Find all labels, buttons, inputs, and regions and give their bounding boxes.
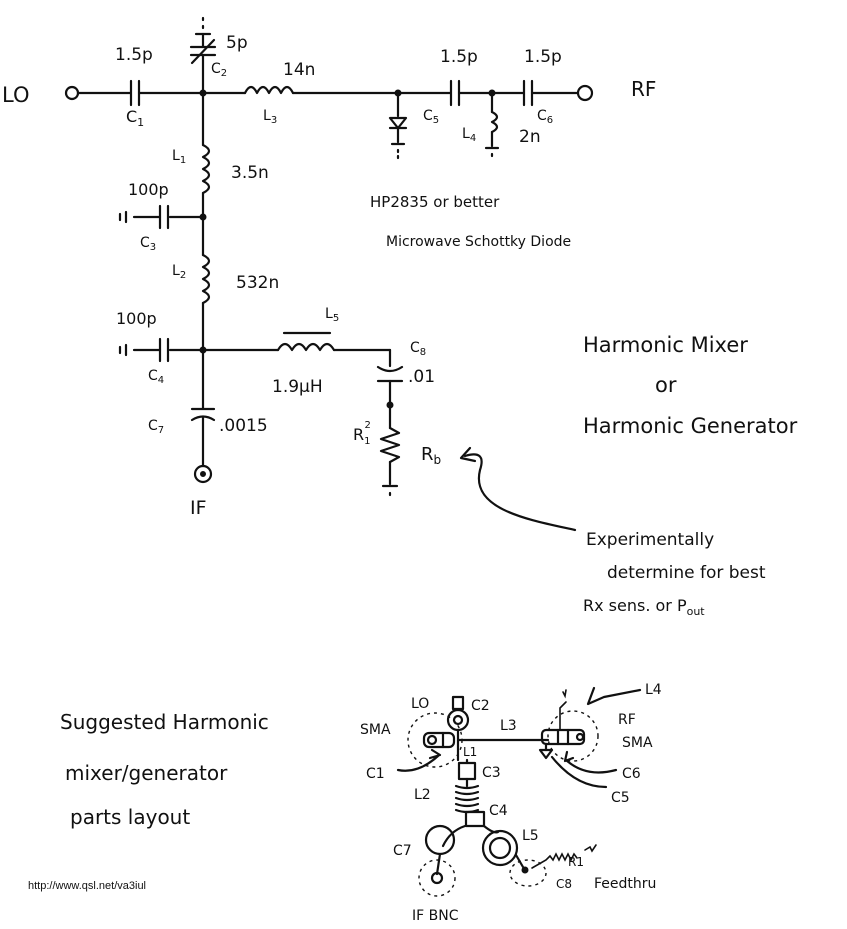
c5-capacitor-symbol xyxy=(449,79,461,107)
r1-layout-resistor xyxy=(531,852,578,869)
rb-note-line-3: Rx sens. or Pout xyxy=(583,596,705,618)
c5-ref: C5 xyxy=(423,108,439,126)
c7-capacitor-symbol xyxy=(190,407,216,468)
layout-l3-label: L3 xyxy=(500,718,517,734)
layout-l1-label: L1 xyxy=(463,745,477,759)
schematic-labels: LO RF IF 1.5p C1 5p C2 14n L3 1.5p C5 1.… xyxy=(2,33,798,618)
l5-layout-toroid xyxy=(481,829,519,867)
c6-capacitor-symbol xyxy=(522,79,534,107)
c7-ref: C7 xyxy=(148,418,164,436)
layout-l5-label: L5 xyxy=(522,828,539,844)
diode-note-line-1: HP2835 or better xyxy=(370,193,500,211)
c3-capacitor-symbol xyxy=(118,204,205,230)
l5-ref: L5 xyxy=(325,306,339,324)
main-signal-line xyxy=(64,79,594,160)
c3-ref: C3 xyxy=(140,235,156,253)
layout-c1-label: C1 xyxy=(366,766,385,782)
l2-value: 532n xyxy=(236,273,279,293)
l1-value: 3.5n xyxy=(231,163,269,183)
c1-value: 1.5p xyxy=(115,45,153,65)
c7-value: .0015 xyxy=(219,416,268,436)
c2-ref: C2 xyxy=(211,61,227,79)
l5-value: 1.9μH xyxy=(272,377,323,397)
layout-caption-line-2: mixer/generator xyxy=(65,761,228,785)
parts-layout-sketch xyxy=(396,686,642,897)
l4-pointer xyxy=(586,686,642,706)
c6-ref: C6 xyxy=(537,108,553,126)
l2-inductor-symbol xyxy=(201,253,211,305)
c3-layout-block xyxy=(457,761,477,781)
layout-rf-label: RF xyxy=(618,712,636,728)
l2-ref: L2 xyxy=(172,263,186,281)
layout-lo-label: LO xyxy=(411,696,429,712)
l4-inductor-symbol xyxy=(484,91,500,158)
layout-c8-label: C8 xyxy=(556,877,572,891)
c1-capacitor-symbol xyxy=(129,79,141,107)
l4-value: 2n xyxy=(519,127,541,147)
vertical-bias-chain xyxy=(118,91,216,484)
layout-c4-label: C4 xyxy=(489,803,508,819)
if-bnc-outline xyxy=(418,859,456,897)
l4-ref: L4 xyxy=(462,126,476,144)
layout-c6-label: C6 xyxy=(622,766,641,782)
layout-c7-label: C7 xyxy=(393,843,412,859)
l1-inductor-symbol xyxy=(201,143,211,195)
r1-ref: R12 xyxy=(353,420,371,447)
bias-branch xyxy=(201,331,404,497)
c4-value: 100p xyxy=(116,309,157,328)
c5-value: 1.5p xyxy=(440,47,478,67)
if-port-connector xyxy=(193,464,213,484)
c8-ref: C8 xyxy=(410,340,426,358)
c2-value: 5p xyxy=(226,33,248,53)
l1-ref: L1 xyxy=(172,148,186,166)
layout-sma-right-label: SMA xyxy=(622,735,653,751)
layout-c2-label: C2 xyxy=(471,698,490,714)
diode-symbol xyxy=(388,91,408,160)
title-line-2: or xyxy=(655,373,677,397)
layout-caption-line-1: Suggested Harmonic xyxy=(60,710,269,734)
diode-note-line-2: Microwave Schottky Diode xyxy=(386,234,571,250)
layout-c3-label: C3 xyxy=(482,765,501,781)
source-url[interactable]: http://www.qsl.net/va3iul xyxy=(28,880,147,892)
l3-value: 14n xyxy=(283,60,315,80)
c4-layout-block xyxy=(464,810,486,828)
title-line-1: Harmonic Mixer xyxy=(583,333,748,357)
layout-caption-line-3: parts layout xyxy=(70,805,190,829)
c8-value: .01 xyxy=(408,367,435,387)
rb-note-line-1: Experimentally xyxy=(586,530,714,550)
layout-if-bnc-label: IF BNC xyxy=(412,908,459,924)
rb-pointer-arrow xyxy=(463,453,577,532)
c2-variable-capacitor-symbol xyxy=(189,16,217,95)
l3-inductor-symbol xyxy=(243,85,295,95)
c8-capacitor-symbol xyxy=(376,365,404,383)
layout-feedthru-label: Feedthru xyxy=(594,876,656,892)
l5-inductor-symbol xyxy=(276,342,336,352)
c7-layout-disc xyxy=(424,824,456,856)
rf-port-connector xyxy=(576,84,594,102)
layout-sma-left-label: SMA xyxy=(360,722,391,738)
rb-ref: Rb xyxy=(421,444,441,467)
c6-value: 1.5p xyxy=(524,47,562,67)
c3-value: 100p xyxy=(128,180,169,199)
c1-ref: C1 xyxy=(126,107,144,129)
parts-layout-labels: Suggested Harmonic mixer/generator parts… xyxy=(60,682,662,924)
c4-ref: C4 xyxy=(148,368,164,386)
title-line-3: Harmonic Generator xyxy=(583,414,798,438)
c8-feedthru-outline xyxy=(509,859,547,887)
layout-c5-label: C5 xyxy=(611,790,630,806)
l3-ref: L3 xyxy=(263,108,277,126)
layout-r1-label: R1 xyxy=(568,855,584,869)
lo-port-label: LO xyxy=(2,83,29,107)
l2-layout-coil xyxy=(454,784,480,814)
c4-capacitor-symbol xyxy=(118,337,205,363)
layout-l2-label: L2 xyxy=(414,787,431,803)
if-port-label: IF xyxy=(190,497,207,519)
r1-resistor-symbol xyxy=(379,426,401,464)
rf-port-label: RF xyxy=(631,77,656,101)
sma-right-outline xyxy=(547,710,599,762)
lo-port-connector xyxy=(64,85,80,101)
layout-l4-label: L4 xyxy=(645,682,662,698)
rb-note-line-2: determine for best xyxy=(607,563,766,583)
